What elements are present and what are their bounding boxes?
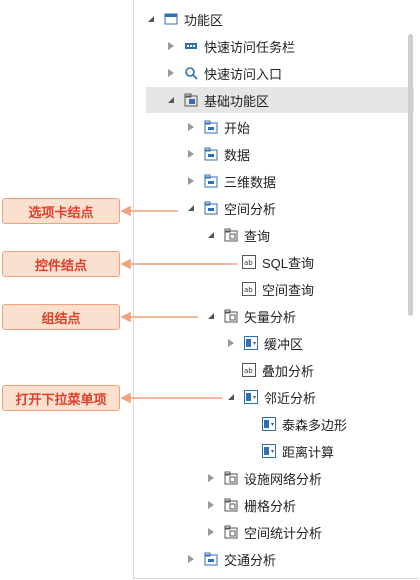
callout-label: 选项卡结点 [28, 204, 94, 220]
svg-text:ab: ab [244, 367, 253, 375]
tree-node-label: 设施网络分析 [244, 471, 323, 487]
group-icon [224, 309, 238, 323]
collapsed-arrow-icon[interactable] [166, 41, 176, 51]
tree-node-label: 缓冲区 [264, 336, 304, 352]
tree-node-label: 栅格分析 [244, 498, 297, 514]
tree-node-label: 基础功能区 [204, 93, 270, 109]
tree-node-label: 泰森多边形 [282, 417, 348, 433]
tree-panel: 功能区 快速访问任务栏 快速访问入口 基础功能区 开始 数据 三维数据 空间分析 [133, 0, 419, 579]
expanded-arrow-icon[interactable] [146, 14, 156, 24]
expanded-arrow-icon[interactable] [166, 95, 176, 105]
expanded-arrow-icon[interactable] [226, 392, 236, 402]
tab-icon [204, 147, 218, 161]
tree-node-data[interactable]: 数据 [186, 141, 420, 167]
tab-icon [204, 552, 218, 566]
tab-icon [204, 174, 218, 188]
tree-node-label: 快速访问入口 [204, 66, 283, 82]
tree-node-quick-access-entry[interactable]: 快速访问入口 [166, 60, 420, 86]
tree-node-label: 矢量分析 [244, 309, 297, 325]
tree-node-ribbon[interactable]: 功能区 [146, 6, 416, 32]
tree-node-spatial-analysis[interactable]: 空间分析 [186, 195, 420, 221]
callout-group-node: 组结点 [2, 304, 120, 330]
group-icon [224, 525, 238, 539]
tree-node-label: 三维数据 [224, 174, 277, 190]
tree-node-traffic-analysis[interactable]: 交通分析 [186, 546, 420, 572]
tree-node-distance-calc[interactable]: 距离计算 [262, 438, 420, 464]
expanded-arrow-icon[interactable] [206, 311, 216, 321]
tree-node-label: 空间分析 [224, 201, 277, 217]
tree-node-raster-analysis[interactable]: 栅格分析 [206, 492, 420, 518]
dropdown-icon [262, 417, 276, 431]
collapsed-arrow-icon[interactable] [186, 176, 196, 186]
tree-node-proximity-analysis[interactable]: 邻近分析 [226, 384, 420, 410]
collapsed-arrow-icon[interactable] [226, 338, 236, 348]
callout-label: 打开下拉菜单项 [15, 391, 107, 407]
expanded-arrow-icon[interactable] [206, 230, 216, 240]
tree-node-label: 空间查询 [262, 282, 315, 298]
scrollbar-thumb[interactable] [408, 34, 413, 316]
tree-node-vector-analysis[interactable]: 矢量分析 [206, 303, 420, 329]
collapsed-arrow-icon[interactable] [186, 554, 196, 564]
tree-node-label: 叠加分析 [262, 363, 315, 379]
tree-node-quick-access-toolbar[interactable]: 快速访问任务栏 [166, 33, 420, 59]
callout-label: 组结点 [41, 310, 81, 326]
tree-node-label: SQL查询 [262, 255, 315, 271]
tree-node-spatial-statistics[interactable]: 空间统计分析 [206, 519, 420, 545]
tree-node-label: 交通分析 [224, 552, 277, 568]
svg-text:ab: ab [244, 259, 253, 267]
tree-node-sql-query[interactable]: ab SQL查询 [242, 249, 420, 275]
control-icon: ab [242, 363, 256, 377]
tree-node-facility-network[interactable]: 设施网络分析 [206, 465, 420, 491]
dropdown-icon [262, 444, 276, 458]
group-icon [224, 498, 238, 512]
dropdown-icon [244, 390, 258, 404]
callout-control-node: 控件结点 [2, 251, 120, 277]
tree-node-spatial-query[interactable]: ab 空间查询 [242, 276, 420, 302]
callout-tab-node: 选项卡结点 [2, 198, 120, 224]
window-icon [164, 12, 178, 26]
toolbar-icon [184, 39, 198, 53]
tree-node-start[interactable]: 开始 [186, 114, 420, 140]
tree-node-buffer[interactable]: 缓冲区 [226, 330, 420, 356]
callout-label: 控件结点 [34, 257, 87, 273]
expanded-arrow-icon[interactable] [186, 203, 196, 213]
tree-node-thiessen-polygon[interactable]: 泰森多边形 [262, 411, 420, 437]
svg-text:ab: ab [244, 286, 253, 294]
collapsed-arrow-icon[interactable] [206, 527, 216, 537]
group-icon [224, 471, 238, 485]
tree-node-label: 空间统计分析 [244, 525, 323, 541]
tree-node-overlay-analysis[interactable]: ab 叠加分析 [242, 357, 420, 383]
search-icon [184, 66, 198, 80]
folder-icon [184, 93, 198, 107]
collapsed-arrow-icon[interactable] [186, 122, 196, 132]
tree-node-label: 距离计算 [282, 444, 335, 460]
control-icon: ab [242, 255, 256, 269]
collapsed-arrow-icon[interactable] [166, 68, 176, 78]
collapsed-arrow-icon[interactable] [206, 473, 216, 483]
callout-dropdown-item: 打开下拉菜单项 [2, 385, 120, 411]
tree-node-basic-functions[interactable]: 基础功能区 [146, 87, 414, 113]
tree-node-label: 快速访问任务栏 [204, 39, 296, 55]
tab-icon [204, 201, 218, 215]
tree-node-3d-data[interactable]: 三维数据 [186, 168, 420, 194]
tree-node-label: 功能区 [184, 12, 224, 28]
collapsed-arrow-icon[interactable] [186, 149, 196, 159]
control-icon: ab [242, 282, 256, 296]
tree-node-label: 查询 [244, 228, 271, 244]
tree-node-label: 数据 [224, 147, 251, 163]
collapsed-arrow-icon[interactable] [206, 500, 216, 510]
tab-icon [204, 120, 218, 134]
tree-node-label: 邻近分析 [264, 390, 317, 406]
tree-node-query[interactable]: 查询 [206, 222, 420, 248]
group-icon [224, 228, 238, 242]
dropdown-icon [244, 336, 258, 350]
vertical-scrollbar[interactable] [407, 28, 415, 318]
tree-node-label: 开始 [224, 120, 251, 136]
